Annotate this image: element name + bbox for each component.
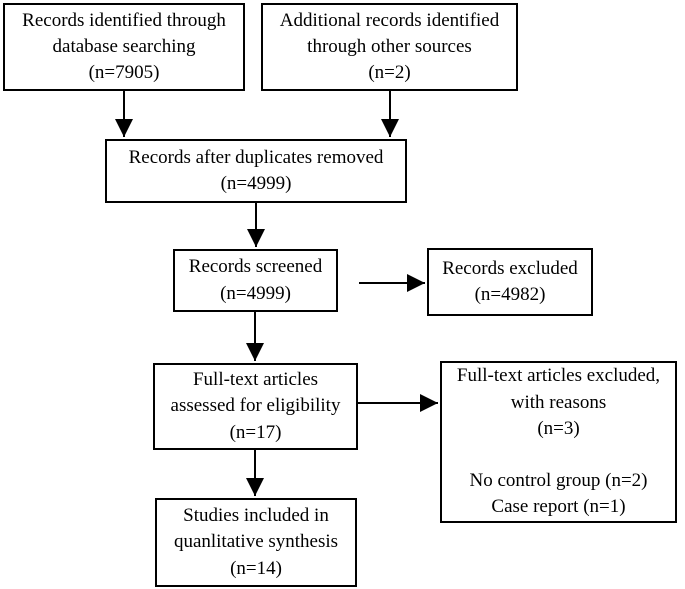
node-reason-line: No control group (n=2) <box>469 470 648 492</box>
node-text-line: Additional records identified <box>279 9 500 31</box>
node-additional-records: Additional records identified through ot… <box>261 3 518 91</box>
node-count-line: (n=2) <box>368 62 411 84</box>
node-studies-included: Studies included in quanlitative synthes… <box>155 498 357 587</box>
node-blank-line <box>442 442 675 468</box>
node-text-line: through other sources <box>307 35 472 57</box>
node-count-line: (n=4999) <box>220 173 292 194</box>
node-count-line: (n=14) <box>230 557 282 579</box>
node-records-identified: Records identified through database sear… <box>3 3 245 91</box>
node-count-line: (n=7905) <box>88 62 160 84</box>
node-text-line: database searching <box>52 35 196 57</box>
node-count-line: (n=4999) <box>220 282 291 304</box>
node-count-line: (n=3) <box>537 417 580 439</box>
node-text-line: with reasons <box>510 391 607 413</box>
node-count-line: (n=4982) <box>474 284 546 305</box>
node-text-line: quanlitative synthesis <box>173 531 339 553</box>
node-fulltext-excluded: Full-text articles excluded, with reason… <box>440 361 677 523</box>
node-fulltext-assessed: Full-text articles assessed for eligibil… <box>153 363 358 450</box>
node-text-line: assessed for eligibility <box>170 395 341 417</box>
node-text-line: Studies included in <box>183 505 329 527</box>
node-text-line: Records after duplicates removed <box>128 146 384 168</box>
node-text-line: Full-text articles excluded, <box>456 365 661 387</box>
node-count-line: (n=17) <box>229 421 282 443</box>
node-reason-line: Case report (n=1) <box>491 496 626 518</box>
node-text-line: Records excluded <box>442 257 578 279</box>
node-duplicates-removed: Records after duplicates removed (n=4999… <box>105 139 407 203</box>
node-records-excluded: Records excluded (n=4982) <box>427 248 593 316</box>
node-records-screened: Records screened (n=4999) <box>173 249 338 312</box>
node-text-line: Full-text articles <box>192 369 319 391</box>
node-text-line: Records screened <box>188 256 323 278</box>
node-text-line: Records identified through <box>22 9 226 31</box>
